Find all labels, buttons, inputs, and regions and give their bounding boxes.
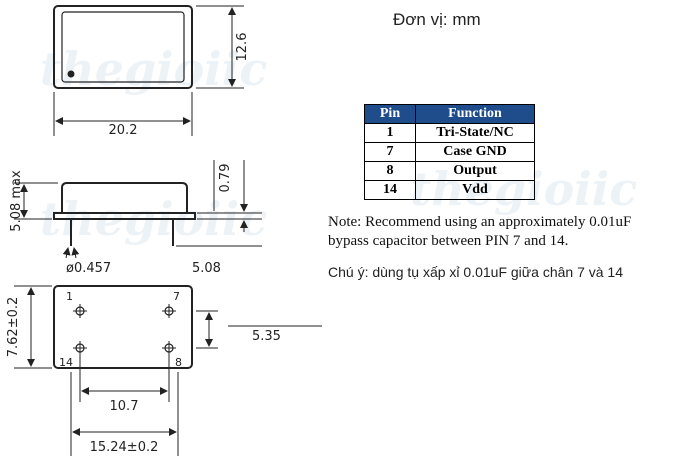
package-inner-outline bbox=[61, 11, 185, 83]
cell-function: Vdd bbox=[415, 180, 535, 200]
note-english: Note: Recommend using an approximately 0… bbox=[328, 214, 632, 249]
package-outline bbox=[53, 285, 193, 369]
dim-pin-diameter: ø0.457 bbox=[66, 261, 111, 276]
package-outline bbox=[53, 5, 193, 89]
package-base bbox=[53, 212, 196, 220]
table-header-row: Pin Function bbox=[364, 104, 535, 124]
table-row: 14 Vdd bbox=[364, 180, 535, 200]
dim-bottom-vertical: 7.62±0.2 bbox=[6, 297, 21, 358]
cell-pin: 7 bbox=[364, 142, 416, 162]
cell-function: Case GND bbox=[415, 142, 535, 162]
pin-label-14: 14 bbox=[59, 356, 73, 369]
cell-pin: 8 bbox=[364, 161, 416, 181]
dim-top-width: 20.2 bbox=[109, 123, 138, 138]
cell-function: Output bbox=[415, 161, 535, 181]
note-vietnamese: Chú ý: dùng tụ xấp xỉ 0.01uF giữa chân 7… bbox=[328, 264, 624, 280]
pin-label-1: 1 bbox=[66, 290, 73, 303]
table-row: 8 Output bbox=[364, 161, 535, 181]
dim-top-height: 12.6 bbox=[235, 33, 250, 62]
package-body bbox=[61, 182, 188, 213]
pin-label-7: 7 bbox=[173, 290, 180, 303]
unit-label: Đơn vị: mm bbox=[393, 10, 481, 29]
pin-label-8: 8 bbox=[175, 356, 182, 369]
dim-pin-length: 5.08 bbox=[192, 261, 221, 276]
header-pin: Pin bbox=[364, 104, 416, 124]
cell-pin: 14 bbox=[364, 180, 416, 200]
header-function: Function bbox=[415, 104, 535, 124]
pin-pad-1 bbox=[73, 304, 87, 318]
cell-pin: 1 bbox=[364, 123, 416, 143]
dim-bottom-pin-spacing: 10.7 bbox=[110, 399, 139, 414]
pin1-dot bbox=[67, 70, 75, 78]
dim-bottom-offset: 5.35 bbox=[252, 329, 281, 344]
top-view bbox=[53, 5, 244, 136]
table-row: 1 Tri-State/NC bbox=[364, 123, 535, 143]
pin-pad-7 bbox=[162, 304, 176, 318]
dim-side-max: 5.08 max bbox=[9, 170, 24, 232]
bottom-view bbox=[14, 285, 322, 456]
side-view bbox=[14, 160, 262, 259]
dim-side-base: 0.79 bbox=[218, 164, 233, 193]
dim-bottom-overall-width: 15.24±0.2 bbox=[90, 440, 159, 455]
cell-function: Tri-State/NC bbox=[415, 123, 535, 143]
table-row: 7 Case GND bbox=[364, 142, 535, 162]
pin-function-table: Pin Function 1 Tri-State/NC 7 Case GND 8… bbox=[364, 104, 535, 200]
